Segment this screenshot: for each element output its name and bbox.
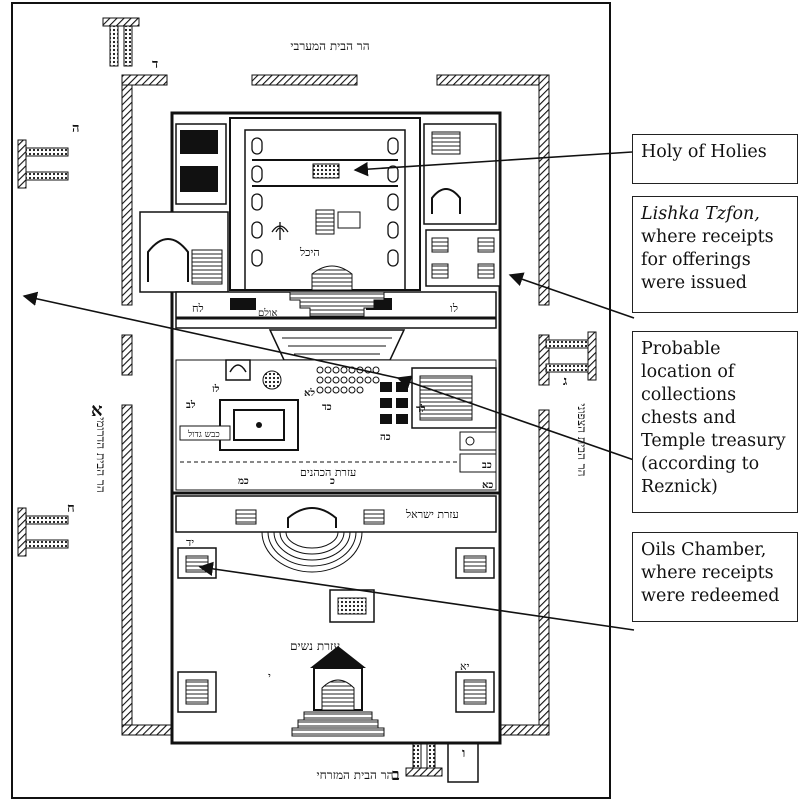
callout-lishka-tzfon: Lishka Tzfon, where receipts for offerin…	[632, 196, 798, 313]
callout-probable-line6: (according to	[641, 454, 760, 474]
pointer-lines	[22, 151, 635, 631]
callout-holy-of-holies-text: Holy of Holies	[641, 142, 767, 162]
callout-oils-line2: where receipts	[641, 563, 774, 583]
label-ld: לד	[416, 403, 426, 415]
callout-probable-line3: collections	[641, 385, 737, 405]
label-yd: יד	[186, 536, 194, 549]
ulam-label: אולם	[258, 307, 277, 319]
letter-h-left: ה	[72, 121, 79, 136]
ezrat-israel-label: עזרת ישראל	[405, 508, 459, 521]
label-lz: לז	[212, 383, 220, 395]
outer-frame	[11, 2, 611, 799]
azarat-kohanim: כבש גדול עזרת הכהנים	[175, 359, 497, 491]
north-label: הר הבית הצפוני	[575, 403, 589, 476]
callout-probable-line7: Reznick)	[641, 477, 718, 497]
letter-b-bottom: ב	[392, 765, 400, 784]
gate-left-lower	[17, 507, 69, 557]
ezrat-kohanim-label: עזרת הכהנים	[300, 466, 356, 479]
callout-lishka-title: Lishka Tzfon,	[641, 204, 760, 224]
callout-oils-chamber: Oils Chamber, where receipts were redeem…	[632, 532, 798, 622]
letter-v-box: ו	[462, 746, 465, 761]
heichal-label: היכל	[299, 246, 320, 259]
callout-lishka-line1: where receipts	[641, 227, 774, 247]
label-lh: לח	[192, 302, 204, 315]
callout-probable-line4: chests and	[641, 408, 736, 428]
callout-probable-line5: Temple treasury	[641, 431, 786, 451]
letter-a-big: א	[91, 400, 103, 421]
callout-probable-location: Probable location of collections chests …	[632, 331, 798, 513]
azarat-nashim: עזרת נשים יד יא י ט	[177, 536, 495, 737]
callout-holy-of-holies: Holy of Holies	[632, 134, 798, 184]
gate-right	[545, 331, 597, 381]
callout-lishka-line3: were issued	[641, 273, 748, 293]
sanctuary: היכל	[229, 117, 421, 291]
gate-bottom	[405, 739, 479, 783]
south-label: הר הבית הדרומי	[94, 417, 108, 493]
label-km: כמ	[238, 476, 249, 487]
gate-top	[102, 17, 140, 67]
callout-oils-line1: Oils Chamber,	[641, 540, 767, 560]
letter-ch-left: ח	[67, 501, 75, 516]
label-lv: לו	[450, 302, 458, 315]
east-label: הר הבית המזרחי	[316, 768, 393, 782]
label-k: כ	[330, 476, 335, 487]
label-kh: כה	[380, 432, 391, 443]
gate-left-upper	[17, 139, 69, 189]
west-label: הר הבית המערבי	[290, 39, 369, 53]
label-lb: לב	[186, 399, 196, 411]
callout-lishka-line2: for offerings	[641, 250, 751, 270]
azarat-israel: עזרת ישראל	[175, 495, 497, 533]
label-kb: כב	[482, 460, 492, 471]
label-la: לא	[304, 387, 315, 399]
ulam-porch: אולם לח לו	[175, 291, 497, 361]
label-kd: כד	[322, 402, 332, 413]
label-ka: כא	[482, 480, 493, 491]
ezrat-nashim-label: עזרת נשים	[290, 639, 340, 653]
kevesh-label: כבש גדול	[187, 429, 220, 440]
callout-probable-line2: location of	[641, 362, 735, 382]
letter-d-top: ד	[152, 57, 158, 72]
holy-of-holies-ark	[312, 163, 340, 179]
letter-g-right: ג	[563, 374, 567, 389]
side-chambers	[139, 123, 501, 293]
callout-probable-line1: Probable	[641, 339, 721, 359]
label-y: י	[268, 670, 271, 683]
callout-oils-line3: were redeemed	[641, 586, 780, 606]
semicircle-steps	[261, 531, 363, 573]
label-ya: יא	[460, 660, 470, 673]
